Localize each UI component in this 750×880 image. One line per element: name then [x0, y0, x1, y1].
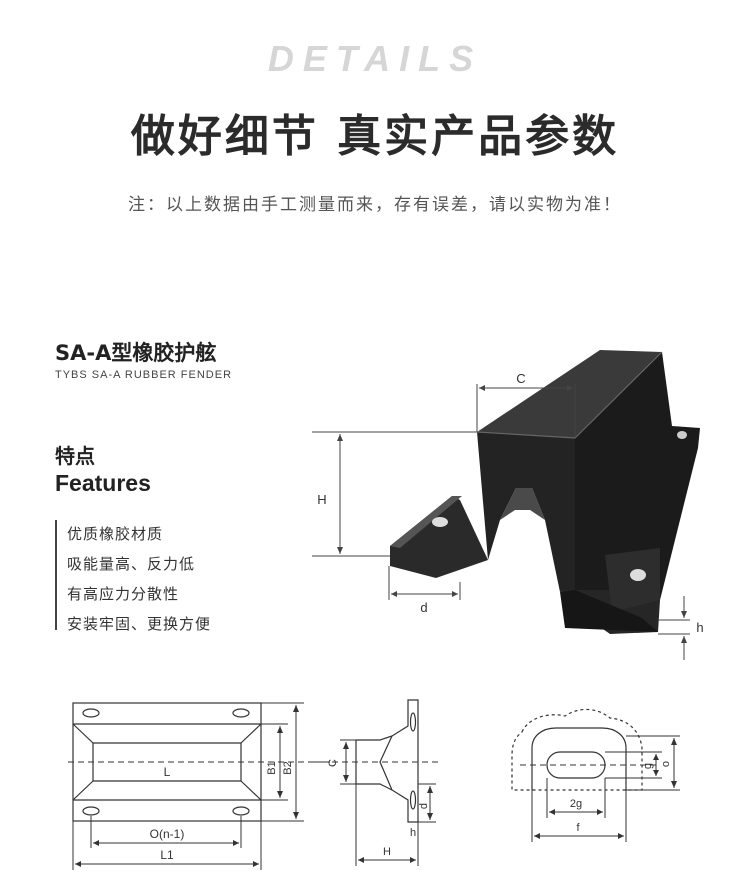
detail-f-label: f	[576, 822, 580, 834]
dimension-b1-b2	[261, 702, 304, 822]
dim-d-label: d	[420, 600, 427, 615]
dimension-h-height: H	[312, 431, 477, 557]
detail-g-label: g	[642, 763, 654, 769]
page-headline: 做好细节 真实产品参数	[130, 111, 620, 162]
measurement-note: 注：以上数据由手工测量而来，存有误差，请以实物为准！	[128, 195, 622, 215]
dimension-d: d	[388, 566, 461, 615]
plan-b1-label: B1	[266, 761, 278, 774]
feature-item: 优质橡胶材质	[67, 525, 164, 543]
product-subtitle: TYBS SA-A RUBBER FENDER	[55, 369, 233, 381]
feature-item: 吸能量高、反力低	[67, 555, 196, 573]
detail-dimensions	[531, 735, 680, 842]
features-divider	[55, 520, 57, 630]
features-heading-cn: 特点	[55, 444, 95, 468]
dim-c-label: C	[516, 371, 525, 386]
plan-l1-label: L1	[160, 848, 174, 862]
plan-view-drawing	[68, 702, 330, 822]
features-heading-en: Features	[55, 470, 151, 496]
details-eyebrow: DETAILS	[267, 38, 483, 79]
dimension-c: C	[476, 371, 576, 436]
fender-product-image	[390, 350, 700, 634]
dimension-h-small: h	[658, 596, 704, 660]
dim-h-small-label: h	[696, 620, 703, 635]
plan-b2-label: B2	[282, 761, 294, 774]
bolt-hole-detail-drawing	[511, 708, 660, 791]
plan-l-label: L	[164, 765, 171, 779]
feature-item: 安装牢固、更换方便	[67, 615, 212, 633]
dim-h-label: H	[317, 492, 326, 507]
side-dimensions	[340, 739, 436, 866]
product-title: SA-A型橡胶护舷	[55, 341, 217, 365]
features-list: 优质橡胶材质 吸能量高、反力低 有高应力分散性 安装牢固、更换方便	[67, 519, 211, 639]
side-h-small-label: h	[410, 827, 416, 839]
detail-2g-label: 2g	[570, 798, 582, 810]
side-d-label: d	[418, 803, 430, 809]
feature-item: 有高应力分散性	[67, 585, 180, 603]
dimension-on1-l1	[72, 816, 262, 870]
side-view-drawing	[312, 699, 440, 823]
plan-on1-label: O(n-1)	[150, 827, 185, 841]
side-h-label: H	[383, 846, 391, 858]
side-c-label: C	[327, 759, 339, 767]
detail-o-label: o	[660, 761, 672, 767]
